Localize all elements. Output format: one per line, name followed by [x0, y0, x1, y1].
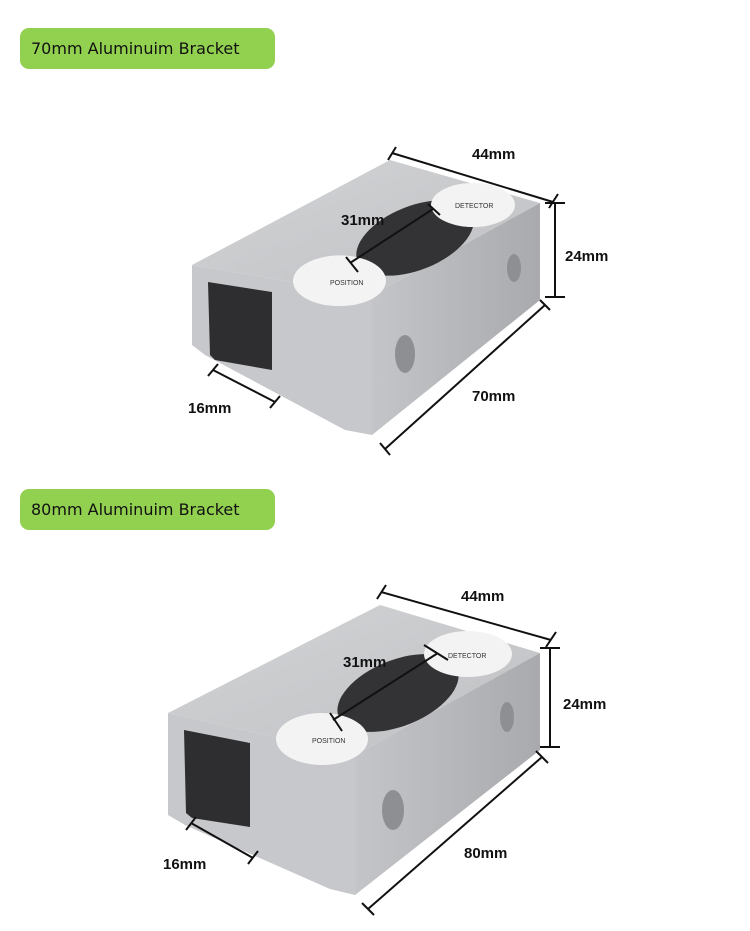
sticker-left — [276, 713, 368, 765]
section-title-70mm: 70mm Aluminuim Bracket — [20, 28, 275, 69]
sticker-left — [293, 256, 383, 306]
dim-width: 44mm — [461, 588, 504, 605]
dim-slot: 31mm — [343, 654, 386, 671]
bracket-80mm-image: POSITION DETECTOR 44mm 31mm 24mm 80mm 16… — [163, 584, 606, 916]
section-title-80mm: 80mm Aluminuim Bracket — [20, 489, 275, 530]
slot — [337, 654, 459, 732]
dim-width: 44mm — [472, 146, 515, 163]
bracket-70mm-image: POSITION DETECTOR 44mm 31mm 24mm 70mm 16… — [188, 146, 608, 456]
dim-channel: 16mm — [163, 856, 206, 873]
dim-length: 70mm — [472, 388, 515, 405]
section-title-label: 70mm Aluminuim Bracket — [31, 39, 240, 58]
sticker-text: DETECTOR — [448, 653, 486, 660]
channel-opening — [184, 730, 250, 827]
screw-icon — [382, 790, 404, 830]
screw-icon — [395, 335, 415, 373]
dim-length: 80mm — [464, 845, 507, 862]
side-face — [355, 653, 540, 895]
dim-height: 24mm — [565, 248, 608, 265]
sticker-text: POSITION — [312, 738, 345, 745]
dim-channel: 16mm — [188, 400, 231, 417]
dim-height: 24mm — [563, 696, 606, 713]
sticker-text: DETECTOR — [455, 203, 493, 210]
sticker-text: POSITION — [330, 280, 363, 287]
screw-icon — [507, 254, 521, 282]
side-face — [372, 203, 540, 435]
dim-slot: 31mm — [341, 212, 384, 229]
sticker-right — [431, 183, 515, 227]
screw-icon — [500, 702, 514, 732]
channel-opening — [208, 282, 272, 370]
sticker-right — [424, 631, 512, 677]
section-title-label: 80mm Aluminuim Bracket — [31, 500, 240, 519]
